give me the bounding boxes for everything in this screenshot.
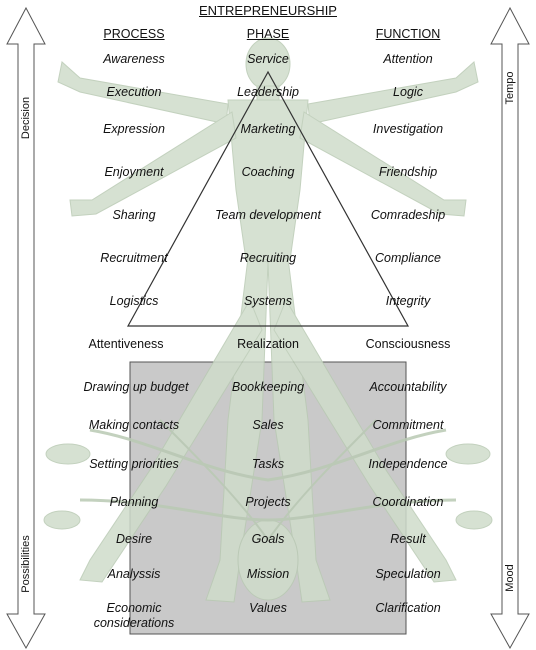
right-double-arrow [490, 6, 530, 650]
header-phase: PHASE [246, 27, 290, 41]
left-double-arrow [6, 6, 46, 650]
phase-cell: Projects [245, 495, 291, 509]
function-cell: Coordination [372, 495, 444, 509]
process-cell: Planning [109, 495, 159, 509]
process-cell-line2: considerations [93, 616, 175, 630]
phase-cell: Bookkeeping [231, 380, 305, 394]
function-cell: Speculation [375, 567, 441, 581]
phase-cell: Leadership [237, 85, 299, 99]
function-cell: Clarification [375, 601, 441, 615]
process-cell: Logistics [109, 294, 159, 308]
middle-phase: Realization [237, 337, 299, 351]
function-cell: Integrity [385, 294, 431, 308]
function-cell: Friendship [378, 165, 438, 179]
label-tempo: Tempo [504, 71, 516, 105]
function-cell: Commitment [372, 418, 444, 432]
middle-function: Consciousness [365, 337, 451, 351]
middle-process: Attentiveness [88, 337, 164, 351]
phase-cell: Values [249, 601, 287, 615]
phase-cell: Systems [244, 294, 292, 308]
phase-cell: Recruiting [239, 251, 297, 265]
phase-cell: Goals [251, 532, 285, 546]
diagram-title: ENTREPRENEURSHIP [199, 3, 337, 18]
process-cell: Expression [103, 122, 165, 136]
label-mood: Mood [504, 564, 516, 592]
phase-cell: Service [247, 52, 289, 66]
label-possibilities: Possibilities [20, 535, 32, 593]
process-cell: Enjoyment [104, 165, 164, 179]
function-cell: Attention [383, 52, 433, 66]
function-cell: Independence [368, 457, 448, 471]
process-cell: Setting priorities [89, 457, 179, 471]
vitruvian-man-figure [43, 37, 493, 603]
phase-triangle [126, 70, 410, 327]
phase-cell: Tasks [251, 457, 285, 471]
function-cell: Accountability [369, 380, 447, 394]
header-process: PROCESS [103, 27, 165, 41]
process-cell: Economic [106, 601, 162, 615]
phase-cell: Coaching [241, 165, 295, 179]
phase-cell: Mission [246, 567, 290, 581]
phase-cell: Sales [252, 418, 284, 432]
function-cell: Investigation [372, 122, 444, 136]
function-cell: Result [390, 532, 426, 546]
process-cell: Awareness [103, 52, 165, 66]
process-cell: Making contacts [88, 418, 180, 432]
function-cell: Compliance [374, 251, 442, 265]
process-cell: Execution [106, 85, 162, 99]
header-function: FUNCTION [375, 27, 441, 41]
phase-cell: Team development [215, 208, 321, 222]
process-cell: Drawing up budget [83, 380, 189, 394]
process-cell: Sharing [112, 208, 156, 222]
function-cell: Comradeship [370, 208, 446, 222]
process-cell: Desire [115, 532, 153, 546]
phase-cell: Marketing [240, 122, 296, 136]
process-cell: Analyssis [107, 567, 161, 581]
label-decision: Decision [20, 96, 32, 140]
function-cell: Logic [393, 85, 423, 99]
process-cell: Recruitment [100, 251, 168, 265]
